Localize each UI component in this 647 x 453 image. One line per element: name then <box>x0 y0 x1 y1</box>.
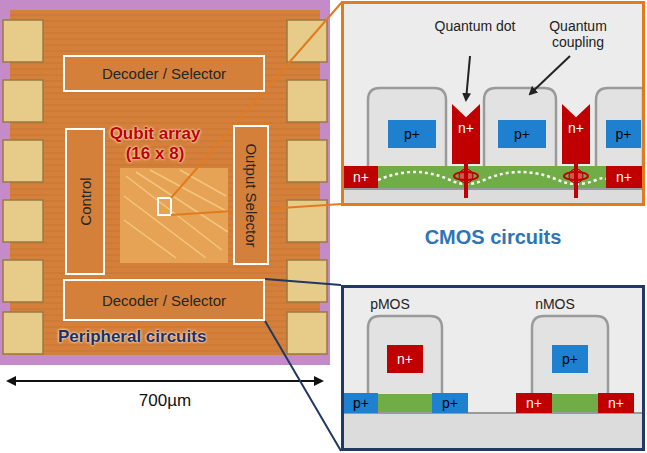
quantum-dot-region: n+ <box>562 104 590 164</box>
p-doped-region: p+ <box>432 393 468 413</box>
n-doped-region: n+ <box>344 166 378 188</box>
region-title: Qubit array (16 x 8) <box>98 124 212 163</box>
bond-pad <box>3 140 43 182</box>
gate-outline <box>532 316 608 394</box>
spin-orbit <box>564 172 588 180</box>
bond-pad <box>3 200 43 242</box>
gate-outline <box>484 88 556 166</box>
bond-pad <box>3 260 43 302</box>
block-label: p+ <box>353 395 369 411</box>
pillar-fill <box>562 104 590 164</box>
device-label: nMOS <box>525 296 585 312</box>
chip-micrograph: Qubit array (16 x 8) Peripheral circuits D… <box>0 0 330 365</box>
zoom-connector <box>265 279 341 451</box>
block-label: n+ <box>397 351 413 367</box>
bond-pad <box>287 312 327 354</box>
silicon-channel <box>378 394 432 412</box>
n-doped-region: n+ <box>606 166 642 188</box>
decoder-selector-block: Decoder / Selector <box>63 55 265 92</box>
output-selector-block: Output Selector <box>233 125 269 265</box>
leader-arrow <box>530 56 570 94</box>
quantum-dot-region: n+ <box>452 104 480 164</box>
block-label: Decoder / Selector <box>102 65 226 82</box>
n-doped-region: n+ <box>598 393 634 413</box>
device-label: pMOS <box>360 296 420 312</box>
decoder-selector-block: Decoder / Selector <box>63 279 265 321</box>
block-label: n+ <box>568 120 584 136</box>
text-holder: nMOS <box>525 296 585 312</box>
bond-pad <box>3 20 43 62</box>
text-holder: Qubit array (16 x 8) <box>98 124 212 163</box>
callout-label: Quantum dot <box>432 18 518 34</box>
electron-spin <box>459 169 473 183</box>
text-holder: CMOS circuits <box>390 226 596 249</box>
pillar-fill <box>452 104 480 164</box>
chip-texture <box>10 10 320 355</box>
wavefunction-curve <box>378 172 606 184</box>
p-doped-region: p+ <box>344 393 378 413</box>
block-label: n+ <box>458 120 474 136</box>
dimension-arrow <box>8 380 322 382</box>
n-doped-gate: n+ <box>387 345 423 373</box>
p-doped-gate: p+ <box>606 120 641 148</box>
spin-orbit <box>454 172 478 180</box>
block-label: p+ <box>514 126 530 142</box>
block-label: p+ <box>562 351 578 367</box>
panel-ground <box>344 4 642 203</box>
control-block: Control <box>65 128 105 275</box>
section-heading: CMOS circuits <box>390 226 596 249</box>
text-holder: Peripheral circuits <box>58 327 268 347</box>
block-label: n+ <box>608 395 624 411</box>
block-label: p+ <box>404 126 420 142</box>
text-holder: Quantum dot <box>432 18 518 34</box>
block-label: n+ <box>353 169 369 185</box>
box-layer-line <box>344 188 642 190</box>
block-label: n+ <box>616 169 632 185</box>
panel-ground <box>344 288 642 448</box>
block-label: Decoder / Selector <box>102 292 226 309</box>
text-holder: Quantum coupling <box>530 18 626 50</box>
dimension-label: 700µm <box>115 391 215 411</box>
substrate <box>344 188 642 203</box>
chip-die <box>0 0 330 365</box>
p-doped-gate: p+ <box>388 120 436 148</box>
block-label: p+ <box>616 126 632 142</box>
gate-outline <box>596 88 643 166</box>
text-holder: pMOS <box>360 296 420 312</box>
text-holder: 700µm <box>115 391 215 411</box>
block-label: Control <box>77 177 94 225</box>
qubit-cross-section-panel: Quantum dot Quantum coupling p+ n+ p+ n+ p+ n+ n… <box>341 1 645 206</box>
block-label: n+ <box>526 395 542 411</box>
callout-label: Quantum coupling <box>530 18 626 50</box>
bond-pad <box>287 80 327 122</box>
bond-pads <box>3 20 327 354</box>
region-title: Peripheral circuits <box>58 327 268 347</box>
bond-pad <box>3 80 43 122</box>
leader-arrow <box>466 56 470 100</box>
electron-spin <box>569 169 583 183</box>
cmos-cross-section-panel: pMOS nMOS n+ p+ p+ p+ n+ n+ <box>341 285 645 451</box>
p-doped-gate: p+ <box>552 345 588 373</box>
substrate <box>344 412 642 448</box>
silicon-channel <box>552 394 598 412</box>
p-doped-gate: p+ <box>498 120 546 148</box>
bond-pad <box>3 312 43 354</box>
silicon-channel <box>344 166 642 188</box>
n-doped-region: n+ <box>516 393 552 413</box>
gate-outline <box>368 316 442 394</box>
block-label: Output Selector <box>243 143 260 247</box>
zoom-marker <box>158 198 171 215</box>
block-label: p+ <box>442 395 458 411</box>
bond-pad <box>287 140 327 182</box>
chip-core <box>10 10 320 355</box>
gate-outline <box>368 88 446 166</box>
